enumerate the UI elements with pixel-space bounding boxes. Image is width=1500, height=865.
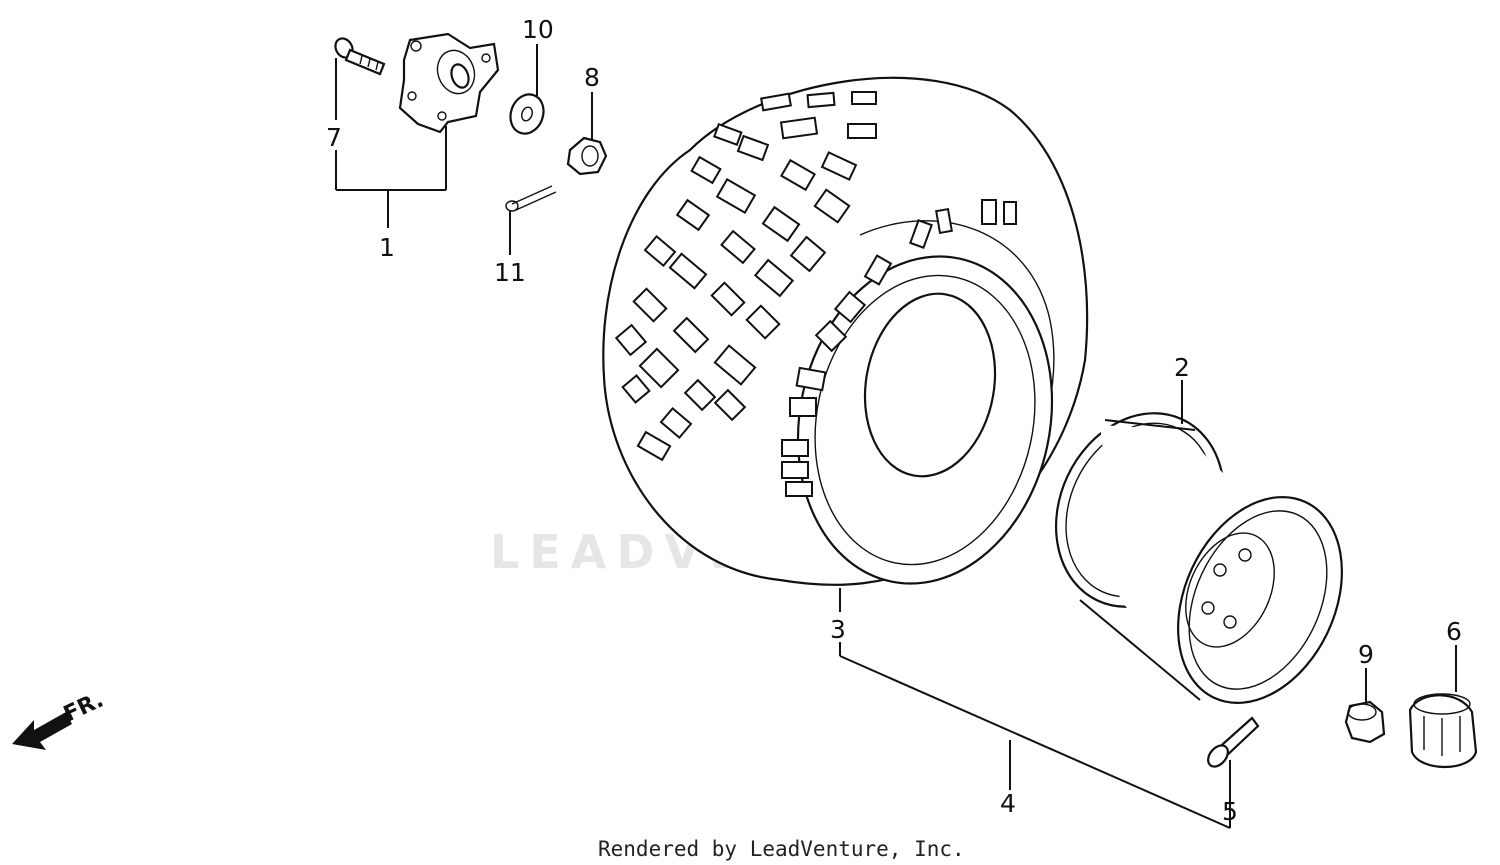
callout-5: 5 (1222, 797, 1238, 826)
rim[interactable] (1025, 386, 1373, 730)
callout-8: 8 (584, 63, 600, 92)
castle-nut[interactable] (566, 136, 608, 176)
washer[interactable] (505, 90, 549, 139)
callout-2: 2 (1174, 353, 1190, 382)
cotter-pin[interactable] (505, 185, 557, 212)
hub[interactable] (398, 32, 500, 134)
front-direction-arrow: FR. (12, 688, 107, 750)
callout-10: 10 (522, 15, 554, 44)
direction-label: FR. (60, 688, 107, 728)
callout-4: 4 (1000, 789, 1016, 818)
valve-stem[interactable] (1204, 716, 1260, 770)
callout-1: 1 (379, 233, 395, 262)
footer-credit: Rendered by LeadVenture, Inc. (598, 837, 965, 861)
bolt[interactable] (332, 35, 386, 76)
nut[interactable] (1344, 700, 1386, 744)
leader-lines (335, 44, 1457, 829)
callout-11: 11 (494, 258, 526, 287)
callout-9: 9 (1358, 640, 1374, 669)
callout-6: 6 (1446, 617, 1462, 646)
callout-7: 7 (326, 123, 342, 152)
hub-cap[interactable] (1408, 693, 1478, 769)
tire[interactable] (602, 76, 1089, 608)
callout-3: 3 (830, 615, 846, 644)
